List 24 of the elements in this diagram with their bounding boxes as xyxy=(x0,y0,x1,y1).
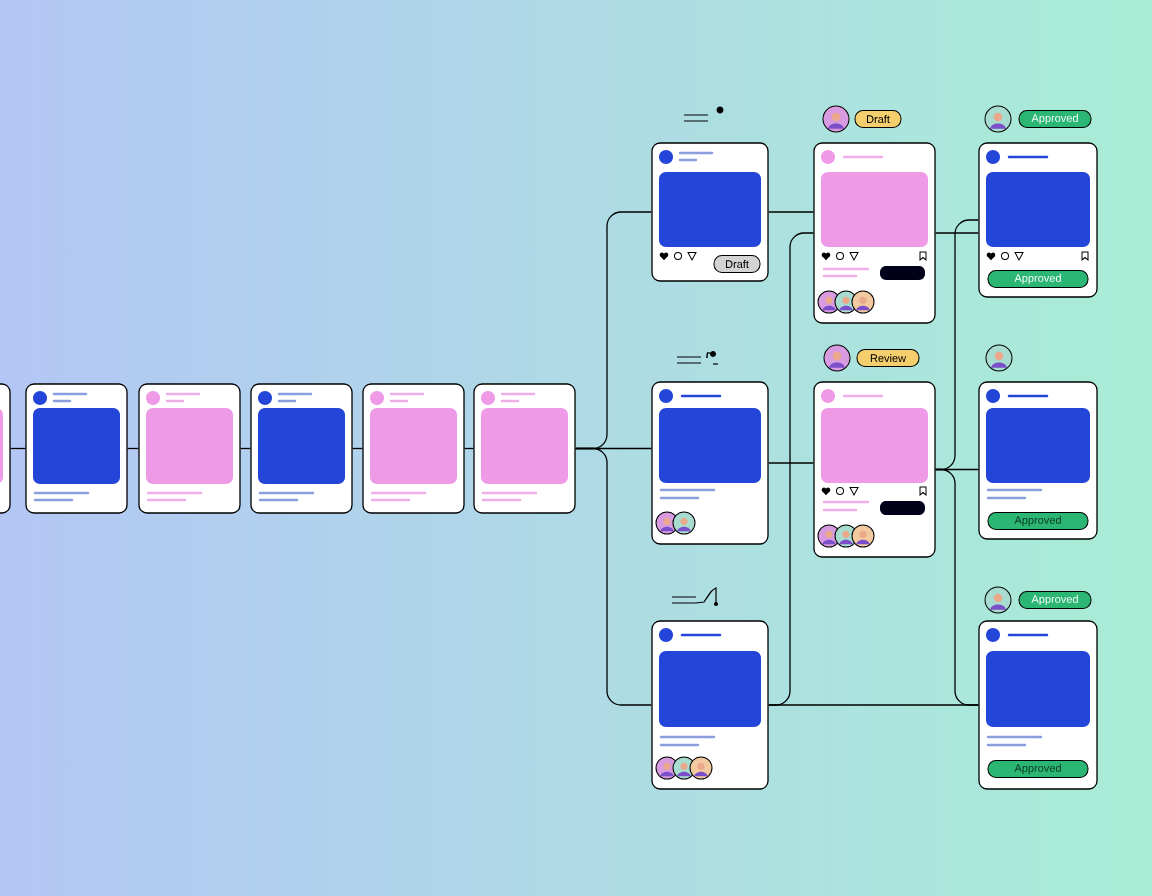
post-card xyxy=(138,383,241,514)
post-card xyxy=(473,383,576,514)
connector-line xyxy=(768,211,814,213)
approve-button: Approved xyxy=(987,270,1089,288)
post-card xyxy=(250,383,353,514)
connector-line xyxy=(10,447,26,450)
connector-line xyxy=(935,468,979,706)
connector-line xyxy=(464,447,474,450)
status-badge: Approved xyxy=(1018,110,1092,128)
connector-line xyxy=(575,447,652,706)
connector-line xyxy=(768,462,814,464)
post-card xyxy=(0,383,11,514)
status-badge: Draft xyxy=(854,110,902,128)
connector-line xyxy=(127,447,139,450)
post-card xyxy=(25,383,128,514)
status-badge: Review xyxy=(856,349,920,367)
connector-line xyxy=(240,447,251,450)
connector-line xyxy=(935,232,979,234)
approve-button: Approved xyxy=(987,760,1089,778)
status-badge: Approved xyxy=(1018,591,1092,609)
post-card xyxy=(362,383,465,514)
connector-line xyxy=(352,447,363,450)
approve-button: Approved xyxy=(987,512,1089,530)
status-badge: Draft xyxy=(713,255,761,273)
